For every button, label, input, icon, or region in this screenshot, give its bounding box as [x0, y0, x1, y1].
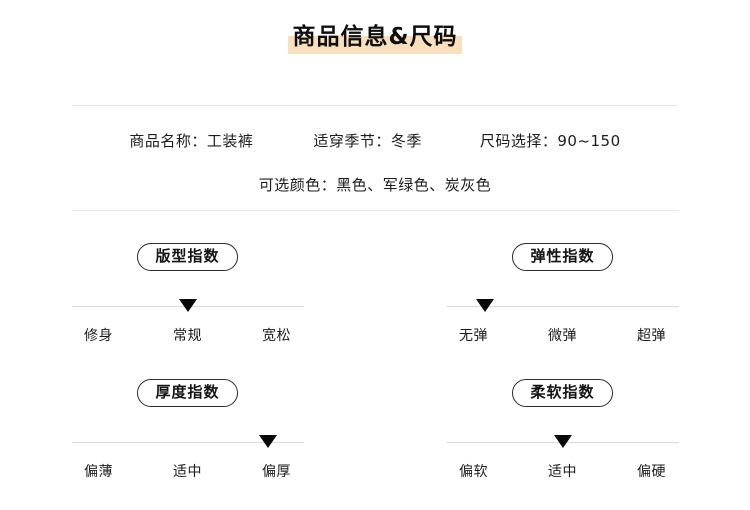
index-card-elasticity: 弹性指数 无弹 微弹 超弹 [375, 238, 750, 374]
scale-labels-elasticity: 无弹 微弹 超弹 [438, 325, 688, 345]
index-scale-softness [446, 435, 679, 449]
scale-labels-thickness: 偏薄 适中 偏厚 [63, 461, 313, 481]
title-highlight-band [288, 36, 462, 54]
divider-top [72, 105, 678, 106]
scale-label-softness-0: 偏软 [459, 464, 488, 480]
product-name-field: 商品名称：工装裤 [129, 132, 254, 150]
page-title-wrap: 商品信息&尺码 [0, 20, 750, 64]
product-color-field: 可选颜色：黑色、军绿色、炭灰色 [258, 176, 492, 194]
index-scale-fit [71, 299, 304, 313]
index-card-thickness: 厚度指数 偏薄 适中 偏厚 [0, 374, 375, 510]
scale-label-thickness-1: 适中 [173, 464, 202, 480]
scale-label-thickness-0: 偏薄 [84, 464, 113, 480]
divider-bottom [72, 210, 678, 211]
index-title-thickness: 厚度指数 [137, 379, 238, 407]
product-season-field: 适穿季节：冬季 [313, 132, 422, 150]
index-title-softness: 柔软指数 [512, 379, 613, 407]
scale-label-softness-1: 适中 [548, 464, 577, 480]
scale-label-elasticity-1: 微弹 [548, 328, 577, 344]
product-size-field: 尺码选择：90~150 [479, 132, 621, 150]
index-title-fit: 版型指数 [137, 243, 238, 271]
index-pill-wrap-softness: 柔软指数 [375, 374, 750, 407]
scale-label-fit-2: 宽松 [262, 328, 291, 344]
scale-label-thickness-2: 偏厚 [262, 464, 291, 480]
page-title-text: 商品信息&尺码 [292, 24, 458, 50]
index-scale-thickness [71, 435, 304, 449]
scale-label-fit-0: 修身 [84, 328, 113, 344]
scale-track-elasticity [446, 306, 679, 307]
scale-label-elasticity-2: 超弹 [637, 328, 666, 344]
index-grid: 版型指数 修身 常规 宽松 弹性指数 无弹 微弹 [0, 238, 750, 510]
scale-marker-softness [553, 435, 572, 448]
scale-marker-fit [178, 299, 197, 312]
scale-track-thickness [71, 442, 304, 443]
scale-marker-thickness [258, 435, 277, 448]
index-card-fit: 版型指数 修身 常规 宽松 [0, 238, 375, 374]
scale-label-elasticity-0: 无弹 [459, 328, 488, 344]
product-info-row-primary: 商品名称：工装裤 适穿季节：冬季 尺码选择：90~150 [0, 130, 750, 151]
scale-label-fit-1: 常规 [173, 328, 202, 344]
page-title: 商品信息&尺码 [288, 20, 462, 54]
index-pill-wrap-thickness: 厚度指数 [0, 374, 375, 407]
scale-label-softness-2: 偏硬 [637, 464, 666, 480]
scale-labels-softness: 偏软 适中 偏硬 [438, 461, 688, 481]
index-title-elasticity: 弹性指数 [512, 243, 613, 271]
scale-marker-elasticity [475, 299, 494, 312]
index-pill-wrap-elasticity: 弹性指数 [375, 238, 750, 271]
index-card-softness: 柔软指数 偏软 适中 偏硬 [375, 374, 750, 510]
scale-labels-fit: 修身 常规 宽松 [63, 325, 313, 345]
index-scale-elasticity [446, 299, 679, 313]
index-pill-wrap-fit: 版型指数 [0, 238, 375, 271]
